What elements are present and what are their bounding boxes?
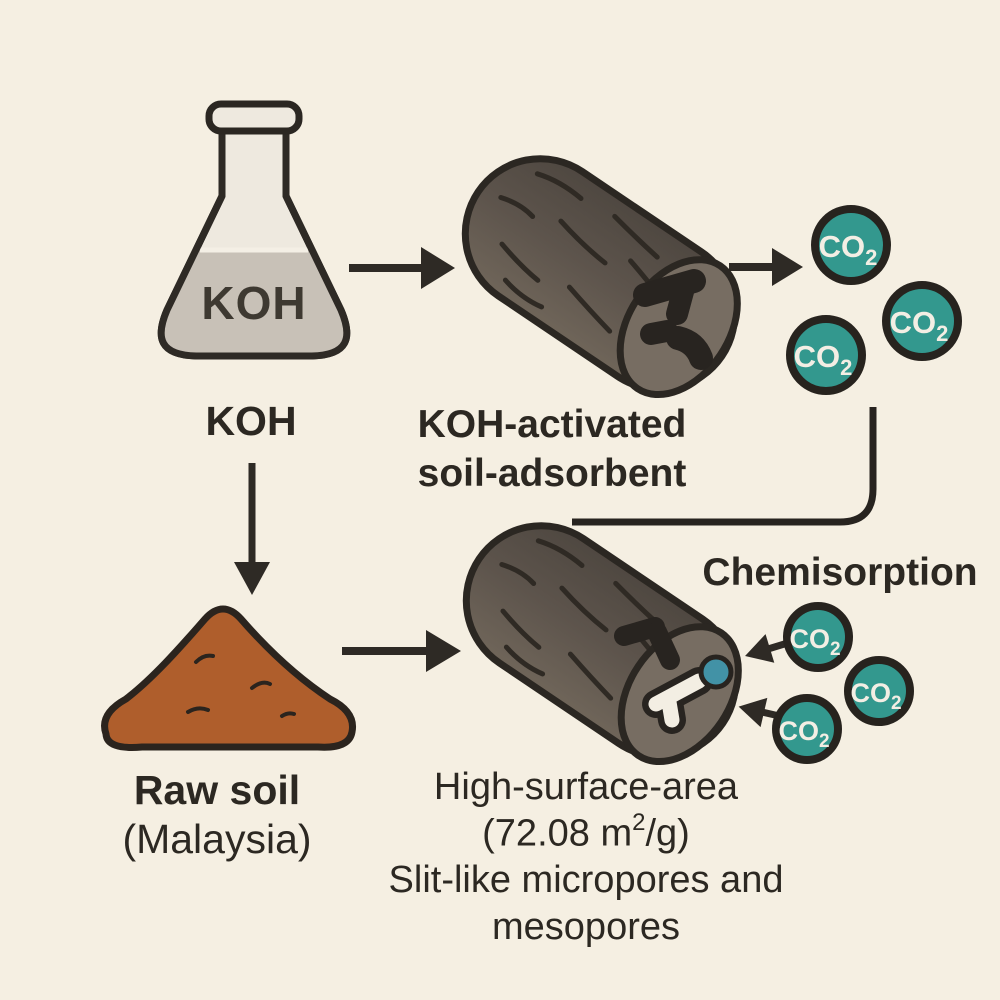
co2-molecule: CO2 xyxy=(786,315,866,395)
arrow-adsorbent-to-co2 xyxy=(729,248,803,286)
adsorbent-bottom-caption: High-surface-area (72.08 m2/g) Slit-like… xyxy=(389,764,784,950)
flask-caption: KOH xyxy=(205,398,297,444)
svg-text:CO2: CO2 xyxy=(789,624,840,660)
koh-flask-icon xyxy=(157,100,351,360)
connector-co2-to-chemisorption xyxy=(572,407,877,526)
koh-activated-adsorbent-illustration xyxy=(436,130,764,419)
slit-pore xyxy=(648,673,707,728)
adsorbent-top-caption-line2: soil-adsorbent xyxy=(417,451,687,495)
adsorbent-bottom-caption-line3: Slit-like micropores and xyxy=(388,859,784,902)
svg-text:CO2: CO2 xyxy=(819,229,878,270)
adsorbent-top-caption: KOH-activated soil-adsorbent xyxy=(418,401,687,499)
co2-molecule: CO2 xyxy=(772,694,842,764)
soil-pile-illustration xyxy=(101,605,357,751)
adsorbent-top-caption-line1: KOH-activated xyxy=(417,403,687,446)
flask-inner-label: KOH xyxy=(201,277,307,329)
soil-caption-line2: (Malaysia) xyxy=(122,816,312,863)
svg-text:CO2: CO2 xyxy=(778,716,829,752)
co2-molecule: CO2 xyxy=(882,281,962,361)
co2-molecule: CO2 xyxy=(783,602,853,672)
co2-molecule: CO2 xyxy=(811,205,891,285)
svg-text:CO2: CO2 xyxy=(890,305,949,346)
chemisorption-title: Chemisorption xyxy=(702,551,978,594)
soil-caption-line1: Raw soil xyxy=(133,767,301,813)
adsorbent-bottom-caption-line4: mesopores xyxy=(492,905,680,948)
flask-lip xyxy=(205,100,303,135)
high-surface-area-adsorbent-illustration xyxy=(437,497,765,786)
svg-text:CO2: CO2 xyxy=(794,339,853,380)
soil-caption: Raw soil (Malaysia) xyxy=(122,766,311,864)
arrow-flask-to-adsorbent xyxy=(349,247,455,289)
svg-text:CO2: CO2 xyxy=(850,678,901,714)
arrow-soil-to-adsorbent xyxy=(342,630,461,672)
adsorbent-bottom-caption-line2: (72.08 m2/g) xyxy=(482,809,690,856)
chemisorbed-co2-dot xyxy=(698,654,734,690)
arrow-koh-to-soil xyxy=(234,463,270,595)
co2-molecule: CO2 xyxy=(844,656,914,726)
adsorbent-bottom-caption-line1: High-surface-area xyxy=(433,766,739,808)
